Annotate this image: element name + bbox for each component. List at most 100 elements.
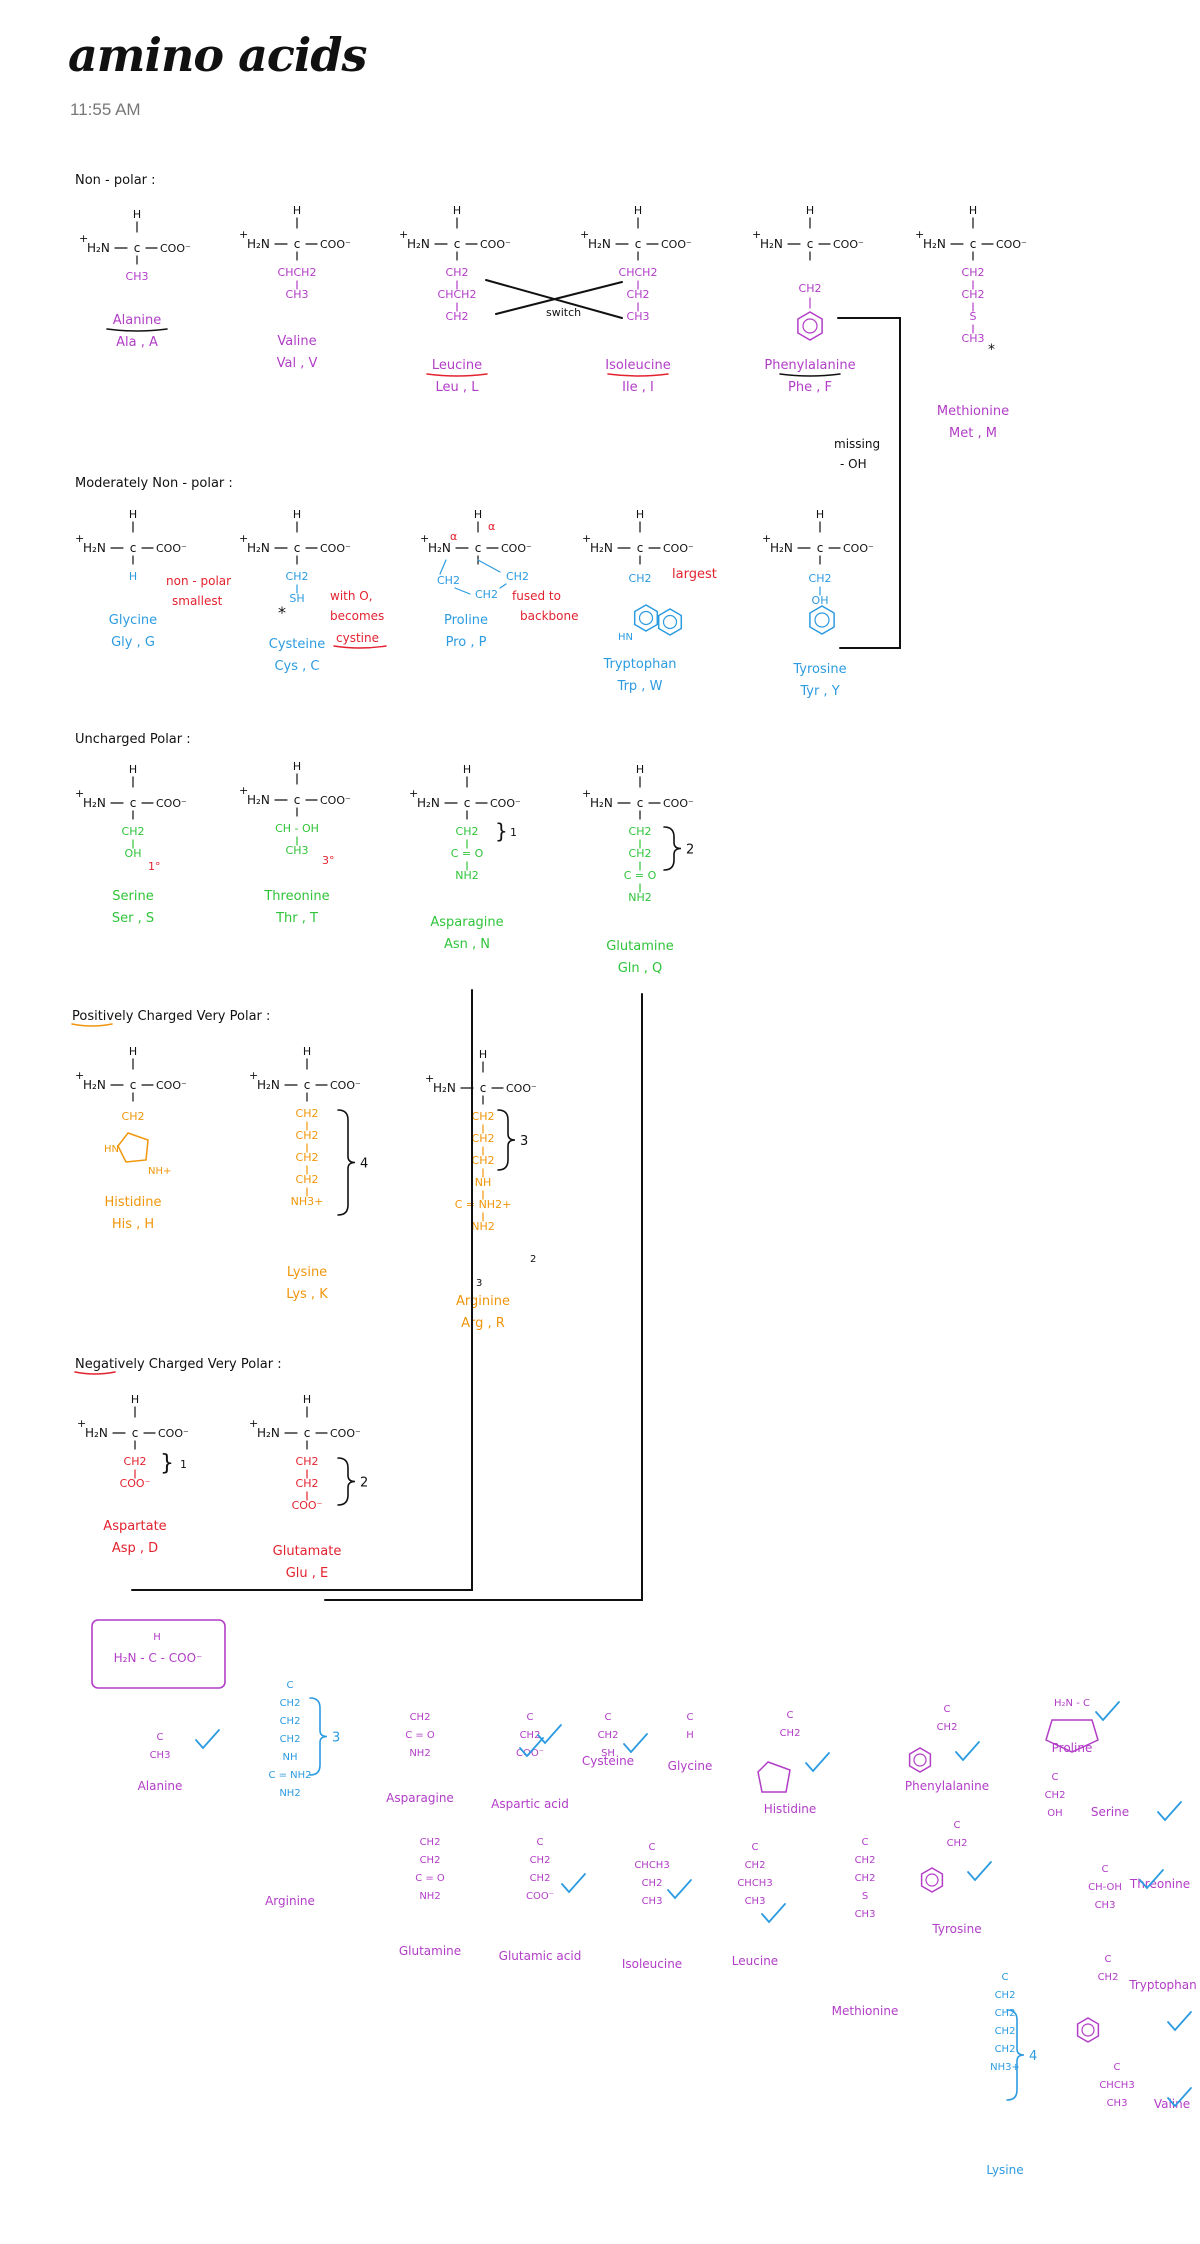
amino-acid-abbreviation: Lys , K bbox=[286, 1287, 328, 1302]
practice-label: Asparagine bbox=[386, 1791, 454, 1805]
count-label: 3 bbox=[476, 1278, 482, 1289]
carboxyl-group: COO⁻ bbox=[480, 238, 511, 251]
check-mark-icon bbox=[667, 1879, 692, 1900]
practice-chain-text: NH2 bbox=[409, 1748, 430, 1759]
backbone-h: H bbox=[129, 508, 137, 521]
side-chain-isoleucine: CH2 bbox=[627, 288, 650, 301]
practice-label: Glutamic acid bbox=[499, 1949, 582, 1963]
practice-chain-text: CH2 bbox=[410, 1712, 431, 1723]
check-mark-icon bbox=[967, 1861, 992, 1882]
practice-chain-text: C bbox=[687, 1712, 694, 1723]
indole-ring-icon bbox=[633, 604, 659, 632]
amino-acid-name: Arginine bbox=[456, 1294, 510, 1309]
amine-group: H₂N bbox=[247, 793, 270, 807]
practice-chain-text: C bbox=[862, 1837, 869, 1848]
backbone-h: H bbox=[129, 1045, 137, 1058]
check-mark-icon bbox=[1167, 2011, 1192, 2032]
practice-chain-text: CH3 bbox=[150, 1750, 171, 1761]
plus-sign: + bbox=[399, 228, 408, 241]
backbone-h: H bbox=[303, 1393, 311, 1406]
amine-group: H₂N bbox=[590, 796, 613, 810]
check-mark-icon bbox=[195, 1729, 220, 1750]
amine-group: H₂N bbox=[247, 237, 270, 251]
amino-acid-name: Cysteine bbox=[269, 637, 326, 652]
practice-chain-text: CH2 bbox=[530, 1855, 551, 1866]
alpha-carbon: c bbox=[294, 237, 301, 251]
amino-acid-abbreviation: Arg , R bbox=[461, 1316, 505, 1331]
plus-sign: + bbox=[425, 1072, 434, 1085]
plus-sign: + bbox=[409, 787, 418, 800]
side-chain-isoleucine: CHCH2 bbox=[619, 266, 658, 279]
section-moderately-nonpolar: Moderately Non - polar : bbox=[75, 476, 233, 491]
practice-chain-text: OH bbox=[1047, 1808, 1062, 1819]
practice-benzene-icon bbox=[908, 1747, 932, 1773]
practice-chain-text: C = O bbox=[415, 1873, 445, 1884]
amine-group: H₂N bbox=[770, 541, 793, 555]
check-mark-icon bbox=[623, 1733, 648, 1754]
carboxyl-group: COO⁻ bbox=[663, 797, 694, 810]
backbone-h: H bbox=[479, 1048, 487, 1061]
practice-arginine-brace bbox=[309, 1697, 328, 1776]
side-chain-histidine: CH2 bbox=[122, 1110, 145, 1123]
side-chain-asparagine: C = O bbox=[451, 847, 484, 860]
backbone-h: H bbox=[129, 763, 137, 776]
carboxyl-group: COO⁻ bbox=[501, 542, 532, 555]
carboxyl-group: COO⁻ bbox=[156, 1079, 187, 1092]
side-chain-proline: CH2 bbox=[437, 574, 460, 587]
glycine-note-smallest: smallest bbox=[172, 594, 223, 608]
practice-chain-text: C bbox=[752, 1842, 759, 1853]
amino-acid-abbreviation: Ser , S bbox=[112, 911, 154, 926]
amine-group: H₂N bbox=[590, 541, 613, 555]
practice-indole-icon-ring bbox=[1081, 2023, 1095, 2037]
practice-indole-icon bbox=[1076, 2017, 1100, 2043]
practice-chain-text: C bbox=[537, 1837, 544, 1848]
practice-chain-text: C bbox=[1114, 2062, 1121, 2073]
phenol-ring-icon bbox=[809, 605, 835, 635]
alpha-carbon: c bbox=[304, 1426, 311, 1440]
practice-chain-text: CH2 bbox=[598, 1730, 619, 1741]
practice-chain-text: CH3 bbox=[642, 1896, 663, 1907]
carboxyl-group: COO⁻ bbox=[490, 797, 521, 810]
side-chain-valine: CHCH2 bbox=[278, 266, 317, 279]
practice-chain-text: CH2 bbox=[995, 1990, 1016, 2001]
amino-acid-name: Methionine bbox=[937, 404, 1009, 419]
alpha-carbon: c bbox=[475, 541, 482, 555]
alpha-carbon: c bbox=[807, 237, 814, 251]
practice-chain-text: C bbox=[944, 1704, 951, 1715]
plus-sign: + bbox=[239, 784, 248, 797]
practice-lysine-brace-label: 4 bbox=[1029, 2049, 1037, 2064]
carboxyl-group: COO⁻ bbox=[506, 1082, 537, 1095]
side-chain-leucine: CH2 bbox=[446, 310, 469, 323]
alpha-carbon: c bbox=[635, 237, 642, 251]
practice-chain-text: CHCH3 bbox=[737, 1878, 772, 1889]
side-chain-lysine: CH2 bbox=[296, 1107, 319, 1120]
backbone-h: H bbox=[131, 1393, 139, 1406]
practice-chain-text: CH2 bbox=[280, 1734, 301, 1745]
tryptophan-note: largest bbox=[672, 567, 717, 582]
practice-chain-text: C = O bbox=[405, 1730, 435, 1741]
practice-chain-text: CH2 bbox=[995, 2026, 1016, 2037]
alpha-carbon: c bbox=[637, 541, 644, 555]
alpha-carbon: c bbox=[637, 796, 644, 810]
name-underline bbox=[607, 373, 669, 377]
amino-acid-name: Tryptophan bbox=[602, 657, 676, 672]
practice-chain-text: CHCH3 bbox=[1099, 2080, 1134, 2091]
check-mark-icon bbox=[1139, 1869, 1164, 1890]
section-positively-charged: Positively Charged Very Polar : bbox=[72, 1009, 270, 1024]
plus-sign: + bbox=[582, 532, 591, 545]
practice-imidazole-icon bbox=[757, 1761, 791, 1793]
alpha-carbon: c bbox=[970, 237, 977, 251]
amino-acid-abbreviation: Leu , L bbox=[436, 380, 480, 395]
carboxyl-group: COO⁻ bbox=[996, 238, 1027, 251]
practice-chain-text: CH2 bbox=[1045, 1790, 1066, 1801]
arginine-brace bbox=[497, 1109, 516, 1171]
side-chain-arginine: CH2 bbox=[472, 1154, 495, 1167]
indole-nh: HN bbox=[618, 632, 633, 643]
amine-group: H₂N bbox=[433, 1081, 456, 1095]
